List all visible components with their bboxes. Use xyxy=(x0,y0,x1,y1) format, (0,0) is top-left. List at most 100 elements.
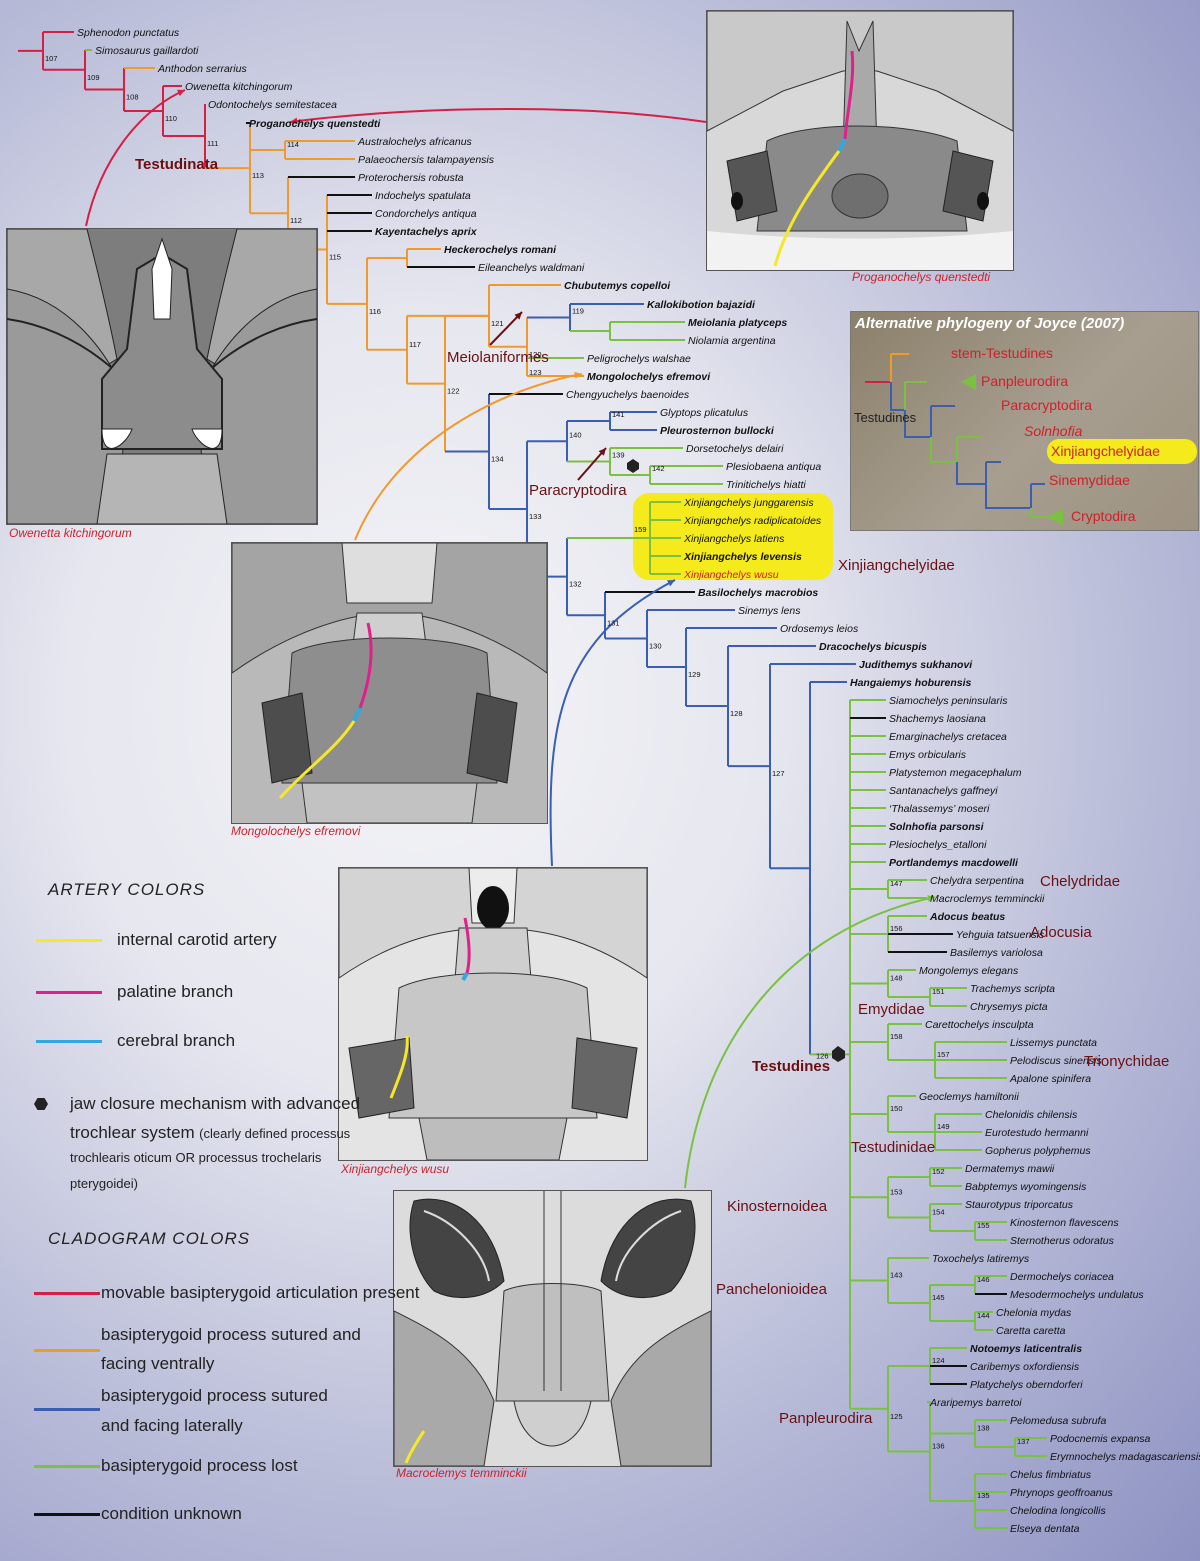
jaw-closure-detail-3: pterygoidei) xyxy=(70,1176,138,1191)
node-number: 147 xyxy=(890,879,903,888)
arrow-head xyxy=(177,89,185,97)
arrow-head xyxy=(667,580,675,587)
macroclemys-skull-panel xyxy=(393,1190,712,1467)
node-number: 111 xyxy=(207,139,218,148)
taxon-label: Staurotypus triporcatus xyxy=(965,1199,1074,1211)
taxon-label: Phrynops geoffroanus xyxy=(1010,1487,1113,1499)
taxon-label: Xinjiangchelys levensis xyxy=(683,551,802,563)
node-number: 153 xyxy=(890,1187,903,1196)
xinjiangchelys-caption: Xinjiangchelys wusu xyxy=(341,1162,450,1176)
taxon-label: Dorsetochelys delairi xyxy=(686,443,784,455)
node-number: 114 xyxy=(287,140,299,149)
node-number: 157 xyxy=(937,1050,950,1059)
taxon-label: Proganochelys quenstedti xyxy=(249,118,381,130)
cladogram-colors-heading: CLADOGRAM COLORS xyxy=(48,1229,251,1248)
taxon-label: Elseya dentata xyxy=(1010,1523,1080,1535)
node-number: 115 xyxy=(329,252,341,261)
taxon-label: Niolamia argentina xyxy=(688,335,776,347)
node-number: 116 xyxy=(369,307,381,316)
node-number: 108 xyxy=(126,93,139,102)
taxon-label: Judithemys sukhanovi xyxy=(859,659,973,671)
xinjiangchelys-skull-panel xyxy=(338,867,648,1161)
clade-label-xinjiangchelyidae: Xinjiangchelyidae xyxy=(838,557,955,574)
taxon-label: Platychelys oberndorferi xyxy=(970,1379,1083,1391)
internal-carotid-swatch xyxy=(36,939,102,942)
node-number: 119 xyxy=(572,307,584,316)
movable-swatch xyxy=(34,1292,100,1295)
taxon-label: Trinitichelys hiatti xyxy=(726,479,806,491)
clade-label-emydidae: Emydidae xyxy=(858,1001,925,1018)
xinjiangchelys-skull-drawing xyxy=(339,868,647,1160)
taxon-label: Carettochelys insculpta xyxy=(925,1019,1034,1031)
taxon-label: Xinjiangchelys latiens xyxy=(683,533,785,545)
alt-cryptodira: Cryptodira xyxy=(1071,508,1136,524)
clade-label-trionychidae: Trionychidae xyxy=(1084,1053,1169,1070)
taxon-label: Notoemys laticentralis xyxy=(970,1343,1082,1355)
node-number: 144 xyxy=(977,1311,990,1320)
clade-label-meiolaniformes: Meiolaniformes xyxy=(447,349,549,366)
node-number: 137 xyxy=(1017,1437,1030,1446)
arrow-head xyxy=(927,895,935,902)
node-number: 134 xyxy=(491,454,504,463)
taxon-label: Meiolania platyceps xyxy=(688,317,787,329)
taxon-label: Dracochelys bicuspis xyxy=(819,641,927,653)
proganochelys-skull-panel xyxy=(706,10,1014,271)
node-number: 107 xyxy=(45,54,58,63)
taxon-label: Emys orbicularis xyxy=(889,749,967,761)
macroclemys-skull-drawing xyxy=(394,1191,711,1466)
taxon-label: Indochelys spatulata xyxy=(375,190,471,202)
node-number: 109 xyxy=(87,73,100,82)
node-number: 141 xyxy=(612,410,625,419)
taxon-label: Dermochelys coriacea xyxy=(1010,1271,1114,1283)
taxon-label: Simosaurus gaillardoti xyxy=(95,45,199,57)
taxon-label: Chengyuchelys baenoides xyxy=(566,389,690,401)
internal-carotid-label: internal carotid artery xyxy=(117,930,277,949)
taxon-label: Chelydra serpentina xyxy=(930,875,1024,887)
taxon-label: Basilemys variolosa xyxy=(950,947,1043,959)
taxon-label: Chelonidis chilensis xyxy=(985,1109,1078,1121)
taxon-label: Adocus beatus xyxy=(929,911,1005,923)
taxon-label: Australochelys africanus xyxy=(357,136,473,148)
node-number: 121 xyxy=(491,319,504,328)
node-number: 145 xyxy=(932,1293,945,1302)
taxon-label: Sinemys lens xyxy=(738,605,801,617)
taxon-label: Shachemys laosiana xyxy=(889,713,986,725)
taxon-label: Erymnochelys madagascariensis xyxy=(1050,1451,1200,1463)
node-number: 124 xyxy=(932,1356,945,1365)
artery-colors-heading: ARTERY COLORS xyxy=(48,880,206,899)
reference-arrows xyxy=(85,89,936,1189)
ventral-label-2: facing ventrally xyxy=(101,1354,215,1373)
node-number: 140 xyxy=(569,430,582,439)
clade-label-testudinata: Testudinata xyxy=(135,156,219,173)
node-number: 132 xyxy=(569,580,582,589)
taxon-label: Plesiobaena antiqua xyxy=(726,461,821,473)
taxon-label: Hangaiemys hoburensis xyxy=(850,677,972,689)
taxon-label: Chelodina longicollis xyxy=(1010,1505,1106,1517)
node-number: 139 xyxy=(612,451,625,460)
node-number: 138 xyxy=(977,1424,990,1433)
lost-swatch xyxy=(34,1465,100,1468)
arrow-head xyxy=(598,448,606,456)
taxon-label: Chelonia mydas xyxy=(996,1307,1072,1319)
node-number: 136 xyxy=(932,1442,945,1451)
reference-arrow xyxy=(289,107,707,123)
trochlear-marker-hexagon xyxy=(832,1046,845,1062)
trochlear-hexagon-icon xyxy=(34,1098,48,1110)
cerebral-label: cerebral branch xyxy=(117,1031,236,1050)
taxon-label: Santanachelys gaffneyi xyxy=(889,785,998,797)
taxon-label: Basilochelys macrobios xyxy=(698,587,818,599)
alternative-phylogeny-box: Alternative phylogeny of Joyce (2007) st… xyxy=(850,311,1199,531)
node-number: 112 xyxy=(290,216,302,225)
taxon-label: Pelodiscus sinensis xyxy=(1010,1055,1102,1067)
taxon-label: Mongolemys elegans xyxy=(919,965,1019,977)
palatine-label: palatine branch xyxy=(117,982,234,1001)
alt-stem-testudines: stem-Testudines xyxy=(951,345,1053,361)
jaw-closure-detail: trochlear system (clearly defined proces… xyxy=(70,1123,351,1142)
taxon-label: Xinjiangchelys junggarensis xyxy=(683,497,814,509)
trochlear-marker-hexagon xyxy=(627,459,639,473)
palatine-swatch xyxy=(36,991,102,994)
taxon-label: Gopherus polyphemus xyxy=(985,1145,1091,1157)
taxon-label: Peligrochelys walshae xyxy=(587,353,691,365)
cladogram-branches xyxy=(18,31,1047,1529)
